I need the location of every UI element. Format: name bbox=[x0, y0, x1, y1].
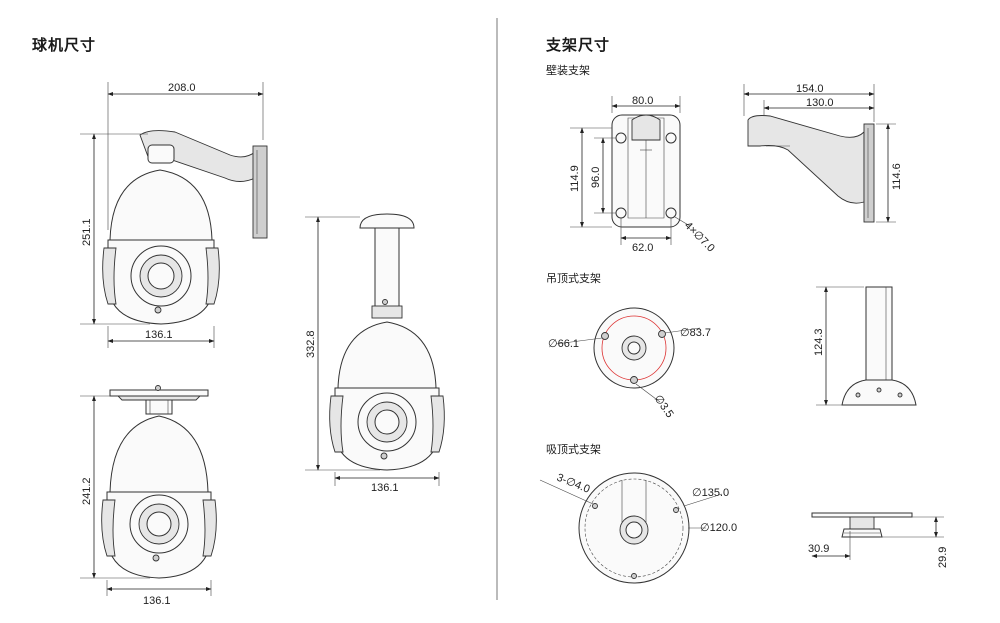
dim-ceiling-holes: 3-∅4.0 bbox=[555, 472, 592, 496]
dim-wall-bracket-front-width: 80.0 bbox=[632, 95, 653, 107]
wall-bracket-front-drawing bbox=[570, 96, 691, 245]
dim-wall-cam-height: 251.1 bbox=[81, 218, 93, 246]
wall-mount-camera-drawing bbox=[80, 82, 268, 348]
dim-wall-cam-width: 208.0 bbox=[168, 82, 196, 94]
dim-pendant-cam-height: 332.8 bbox=[305, 330, 317, 358]
camera-dimensions-title: 球机尺寸 bbox=[32, 37, 97, 54]
ceiling-bracket-top-drawing bbox=[539, 472, 723, 584]
ceiling-mount-title: 吸顶式支架 bbox=[546, 444, 601, 456]
ceiling-camera-drawing bbox=[80, 385, 217, 596]
dim-wall-bracket-side-height: 114.6 bbox=[891, 163, 903, 190]
pendant-mount-title: 吊顶式支架 bbox=[546, 273, 601, 285]
ceiling-bracket-side-drawing bbox=[811, 512, 944, 560]
wall-mount-title: 壁装支架 bbox=[546, 65, 590, 77]
dim-ceiling-side-height: 29.9 bbox=[937, 547, 949, 568]
bracket-dimensions-title: 支架尺寸 bbox=[546, 37, 611, 54]
dim-pendant-height: 124.3 bbox=[813, 328, 825, 356]
dim-pendant-outer-dia: ∅83.7 bbox=[680, 327, 711, 339]
dim-ceiling-cam-height: 241.2 bbox=[81, 477, 93, 505]
dim-pendant-cam-dome: 136.1 bbox=[371, 482, 399, 494]
dim-ceiling-cam-dome: 136.1 bbox=[143, 595, 171, 607]
dim-wall-bracket-hole-pitch-v: 96.0 bbox=[590, 167, 602, 188]
dim-wall-bracket-hole-pitch-h: 62.0 bbox=[632, 242, 653, 254]
dim-ceiling-outer-dia: ∅135.0 bbox=[692, 487, 729, 499]
dim-pendant-hole-dia: ∅3.5 bbox=[652, 393, 676, 420]
dim-wall-bracket-side-inner: 130.0 bbox=[806, 97, 834, 109]
pendant-bracket-top-drawing bbox=[555, 307, 701, 403]
dim-ceiling-side-width: 30.9 bbox=[808, 543, 829, 555]
dim-ceiling-inner-dia: ∅120.0 bbox=[700, 522, 737, 534]
pendant-camera-drawing bbox=[305, 213, 445, 486]
dim-wall-bracket-front-height: 114.9 bbox=[569, 165, 581, 192]
dim-wall-bracket-side-length: 154.0 bbox=[796, 83, 824, 95]
dim-wall-bracket-holes: 4×∅7.0 bbox=[682, 220, 717, 255]
dim-wall-cam-dome: 136.1 bbox=[145, 329, 173, 341]
dim-pendant-inner-dia: ∅66.1 bbox=[548, 338, 579, 350]
pendant-bracket-side-drawing bbox=[816, 286, 917, 406]
wall-bracket-side-drawing bbox=[743, 84, 896, 223]
